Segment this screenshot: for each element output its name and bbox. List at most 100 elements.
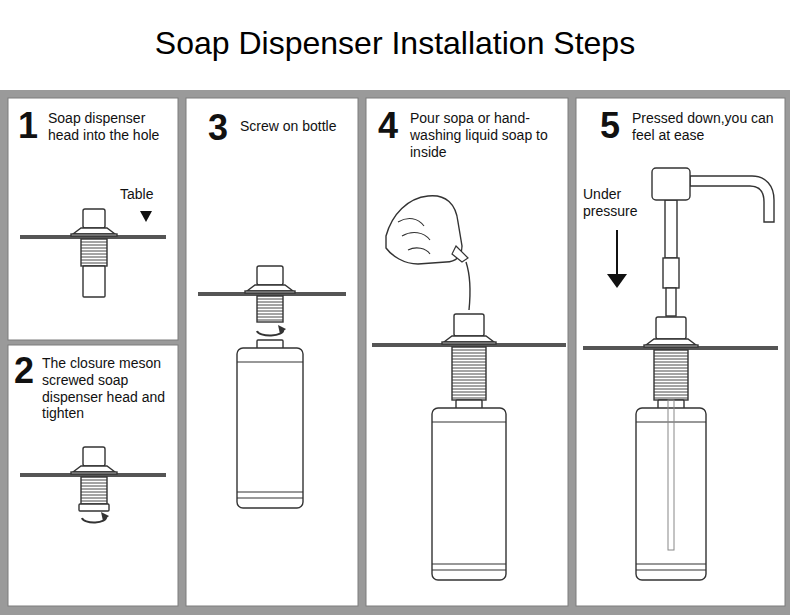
- step-instruction: Soap dispenser head into the hole: [48, 110, 176, 144]
- step-instruction: Pressed down,you can feel at ease: [632, 110, 778, 144]
- table-pointer: [140, 211, 152, 222]
- bottle-band: [636, 563, 706, 564]
- hand-fingers: [398, 219, 430, 254]
- thread-shaft: [452, 347, 486, 400]
- thread-shaft: [257, 296, 283, 322]
- thread-line: [81, 263, 107, 264]
- thread-line: [452, 356, 486, 357]
- thread-line: [452, 389, 486, 390]
- thread-line: [81, 489, 107, 490]
- lock-nut: [79, 504, 109, 511]
- step-number: 3: [208, 110, 228, 146]
- thread-line: [452, 359, 486, 360]
- step-number: 1: [18, 108, 38, 144]
- thread-line: [452, 368, 486, 369]
- thread-line: [257, 302, 283, 303]
- dispenser-tube: [83, 266, 105, 297]
- thread-line: [452, 398, 486, 399]
- bottle-nozzle: [452, 246, 468, 262]
- thread-line: [452, 371, 486, 372]
- pressure-label: Under pressure: [583, 186, 653, 220]
- thread-line: [257, 311, 283, 312]
- step-panel: 3 Screw on bottle: [186, 98, 358, 606]
- thread-line: [654, 398, 688, 399]
- thread-line: [452, 392, 486, 393]
- thread-line: [257, 314, 283, 315]
- thread-line: [81, 501, 107, 502]
- thread-line: [81, 245, 107, 246]
- table-label: Table: [120, 186, 180, 203]
- dip-tube: [668, 400, 674, 550]
- soap-stream: [466, 262, 470, 310]
- pump-spout: [690, 176, 774, 222]
- thread-line: [257, 305, 283, 306]
- dispenser-cap: [83, 447, 105, 466]
- dispenser-flange: [73, 228, 115, 234]
- thread-line: [81, 260, 107, 261]
- thread-line: [81, 248, 107, 249]
- thread-line: [81, 251, 107, 252]
- thread-line: [654, 362, 688, 363]
- dispenser-flange: [247, 285, 293, 291]
- thread-line: [452, 365, 486, 366]
- thread-line: [81, 254, 107, 255]
- thread-line: [452, 350, 486, 351]
- bottle-band: [237, 497, 303, 498]
- thread-line: [654, 395, 688, 396]
- step-panel: 5 Pressed down,you can feel at ease: [576, 98, 785, 606]
- pouring-hand: [386, 196, 462, 264]
- rotation-arrowhead: [278, 325, 286, 334]
- pump-stem-lower: [663, 258, 679, 288]
- dispenser-washer: [71, 234, 117, 236]
- thread-line: [452, 377, 486, 378]
- dispenser-cap: [656, 317, 686, 339]
- thread-line: [452, 383, 486, 384]
- bottle-body: [432, 408, 506, 580]
- dispenser-cap: [257, 266, 283, 285]
- thread-line: [81, 486, 107, 487]
- thread-line: [654, 383, 688, 384]
- step-number: 2: [14, 353, 34, 389]
- thread-line: [452, 374, 486, 375]
- bottle-band: [636, 569, 706, 570]
- pressure-arrow-shaft: [616, 230, 618, 276]
- panel-background: [366, 98, 568, 606]
- thread-line: [81, 498, 107, 499]
- dispenser-cap: [454, 314, 484, 336]
- thread-line: [654, 392, 688, 393]
- thread-line: [654, 368, 688, 369]
- step-number: 4: [378, 108, 398, 144]
- thread-shaft: [654, 350, 688, 400]
- panel-background: [8, 98, 178, 340]
- bottle-band: [237, 361, 303, 362]
- panel-background: [8, 345, 178, 606]
- pump-stem-base: [666, 288, 676, 316]
- step-number: 5: [600, 108, 620, 144]
- step-instruction: Screw on bottle: [240, 118, 352, 135]
- thread-shaft: [81, 239, 107, 266]
- dispenser-washer: [71, 472, 117, 474]
- thread-line: [654, 359, 688, 360]
- thread-shaft: [81, 477, 107, 504]
- dispenser-washer: [245, 291, 295, 293]
- thread-line: [452, 380, 486, 381]
- bottle-body: [636, 408, 706, 580]
- bottle-band: [636, 421, 706, 422]
- step-panel: 2The closure meson screwed soap dispense…: [8, 345, 178, 606]
- thread-line: [81, 480, 107, 481]
- pressure-arrowhead: [607, 274, 627, 288]
- bottle-body: [237, 348, 303, 508]
- drawings: [20, 168, 778, 580]
- thread-line: [81, 242, 107, 243]
- thread-line: [81, 257, 107, 258]
- thread-line: [654, 356, 688, 357]
- thread-line: [452, 395, 486, 396]
- thread-line: [654, 389, 688, 390]
- rotation-arrowhead: [101, 512, 109, 521]
- thread-line: [452, 353, 486, 354]
- dispenser-flange: [73, 466, 115, 472]
- step-panel: 4Pour sopa or hand-washing liquid soap t…: [366, 98, 568, 606]
- thread-line: [654, 374, 688, 375]
- panel-background: [576, 98, 785, 606]
